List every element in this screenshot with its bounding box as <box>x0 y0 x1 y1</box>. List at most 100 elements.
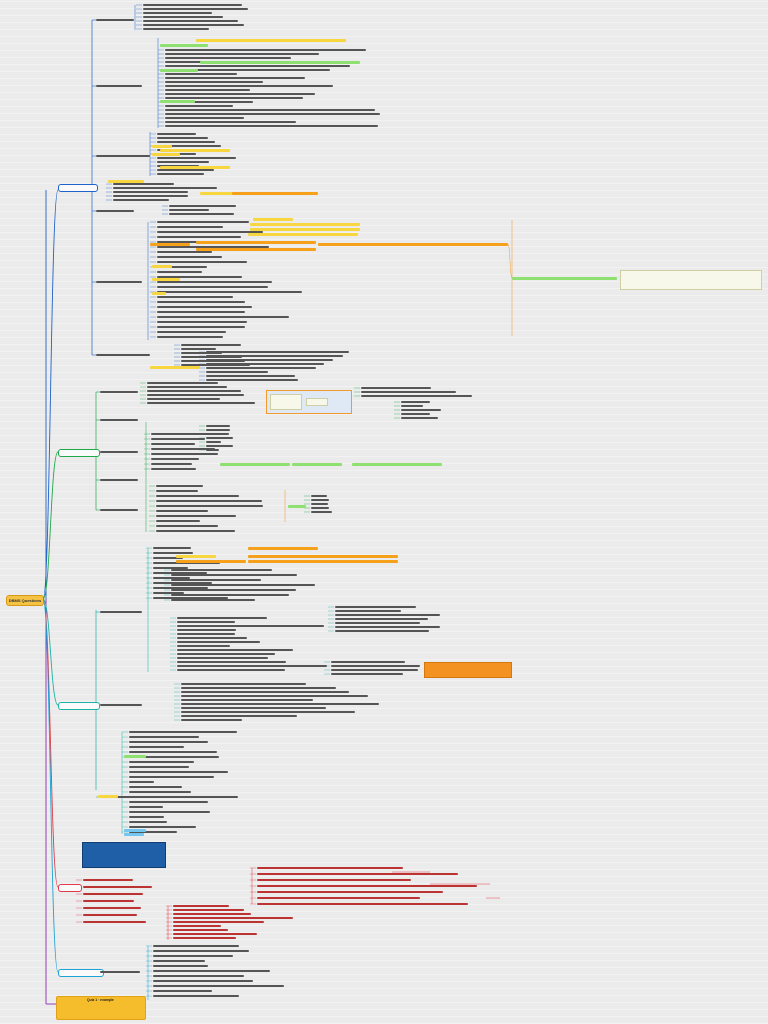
branch-1-leaf-text[interactable] <box>181 348 217 350</box>
branch-3-leaf-text[interactable] <box>177 621 236 623</box>
branch-1-yellow-node[interactable] <box>250 228 360 232</box>
branch-3-leaf-text[interactable] <box>331 669 418 671</box>
branch-1-leaf-text[interactable] <box>165 53 320 55</box>
branch-1-orange-node[interactable] <box>196 248 316 252</box>
branch-1-yellow-node[interactable] <box>108 180 144 184</box>
branch-1-leaf-text[interactable] <box>165 125 378 127</box>
branch-3-leaf-text[interactable] <box>129 781 154 783</box>
branch-2-leaf-text[interactable] <box>206 425 231 427</box>
branch-2-subnode[interactable] <box>100 391 138 393</box>
branch-4-leaf-text[interactable] <box>257 885 477 887</box>
branch-4-leaf-text[interactable] <box>257 867 403 869</box>
branch-5-subnode[interactable] <box>100 971 140 973</box>
branch-2-subnode[interactable] <box>100 509 138 511</box>
branch-3-leaf-text[interactable] <box>153 557 184 559</box>
branch-1-leaf-text[interactable] <box>206 375 296 377</box>
branch-3-leaf-text[interactable] <box>129 796 239 798</box>
branch-2-leaf-text[interactable] <box>147 382 218 384</box>
branch-2-leaf-text[interactable] <box>156 530 236 532</box>
branch-2-leaf-text[interactable] <box>311 507 329 509</box>
branch-1-yellow-node[interactable] <box>152 153 180 157</box>
branch-2-leaf-text[interactable] <box>151 463 192 465</box>
branch-3-orange-node[interactable] <box>248 555 398 559</box>
branch-1-leaf-text[interactable] <box>181 356 242 358</box>
branch-3-leaf-text[interactable] <box>129 746 185 748</box>
branch-1-leaf-text[interactable] <box>143 12 213 14</box>
branch-2-leaf-text[interactable] <box>151 438 206 440</box>
branch-1-leaf-text[interactable] <box>157 336 224 338</box>
branch-1-leaf-text[interactable] <box>165 69 331 71</box>
branch-1-leaf-text[interactable] <box>165 73 238 75</box>
branch-1-leaf-text[interactable] <box>157 271 203 273</box>
branch-2-leaf-text[interactable] <box>311 503 329 505</box>
branch-5-leaf-text[interactable] <box>153 995 240 997</box>
branch-1-leaf-text[interactable] <box>157 286 269 288</box>
branch-1-leaf-text[interactable] <box>157 246 269 248</box>
branch-3-leaf-text[interactable] <box>177 625 324 627</box>
branch-3-yellow-node[interactable] <box>98 795 118 799</box>
branch-3-leaf-text[interactable] <box>171 599 256 601</box>
branch-1-green-node[interactable] <box>160 69 198 73</box>
branch-2-leaf-text[interactable] <box>156 510 208 512</box>
branch-2-leaf-text[interactable] <box>147 386 227 388</box>
branch-3-orange-node[interactable] <box>248 560 398 564</box>
branch-1-subnode[interactable] <box>96 85 142 87</box>
branch-2-leaf-text[interactable] <box>151 468 196 470</box>
branch-2-image-inner[interactable] <box>306 398 328 406</box>
branch-3-leaf-text[interactable] <box>129 811 210 813</box>
branch-1-leaf-text[interactable] <box>157 169 215 171</box>
branch-1-leaf-text[interactable] <box>165 81 263 83</box>
branch-3-leaf-text[interactable] <box>177 637 248 639</box>
branch-5-leaf-text[interactable] <box>153 965 209 967</box>
branch-1-leaf-text[interactable] <box>157 231 264 233</box>
branch-1-leaf-text[interactable] <box>165 97 303 99</box>
branch-2-subnode[interactable] <box>100 451 138 453</box>
branch-1-leaf-text[interactable] <box>181 364 250 366</box>
branch-4-leaf-text[interactable] <box>83 893 144 895</box>
branch-1-leaf-text[interactable] <box>165 77 305 79</box>
branch-1-subnode[interactable] <box>96 155 150 157</box>
branch-3-leaf-text[interactable] <box>181 683 306 685</box>
branch-1-leaf-text[interactable] <box>157 137 208 139</box>
branch-3-leaf-text[interactable] <box>177 669 286 671</box>
branch-1-leaf-text[interactable] <box>157 266 207 268</box>
branch-1-leaf-text[interactable] <box>157 145 221 147</box>
branch-1-leaf-text[interactable] <box>157 326 246 328</box>
branch-5-leaf-text[interactable] <box>153 950 249 952</box>
branch-3-green-node[interactable] <box>124 755 146 759</box>
branch-5-leaf-text[interactable] <box>153 955 233 957</box>
branch-1-leaf-text[interactable] <box>143 20 239 22</box>
branch-4-leaf-text[interactable] <box>173 917 294 919</box>
branch-1-label[interactable] <box>58 184 98 192</box>
branch-2-green-node[interactable] <box>292 463 342 467</box>
branch-3-leaf-text[interactable] <box>153 597 229 599</box>
branch-3-leaf-text[interactable] <box>129 761 195 763</box>
branch-2-leaf-text[interactable] <box>151 458 199 460</box>
branch-3-leaf-text[interactable] <box>129 766 189 768</box>
branch-1-leaf-text[interactable] <box>169 209 209 211</box>
branch-5-leaf-text[interactable] <box>153 980 253 982</box>
branch-3-leaf-text[interactable] <box>153 567 189 569</box>
branch-2-leaf-text[interactable] <box>156 525 219 527</box>
branch-2-leaf-text[interactable] <box>156 505 264 507</box>
branch-1-leaf-text[interactable] <box>113 195 188 197</box>
branch-2-leaf-text[interactable] <box>401 405 423 407</box>
branch-5-leaf-text[interactable] <box>153 945 240 947</box>
branch-3-orange-node[interactable] <box>248 547 318 551</box>
branch-2-leaf-text[interactable] <box>206 429 230 431</box>
branch-2-green-node[interactable] <box>220 463 290 467</box>
branch-1-leaf-text[interactable] <box>113 183 174 185</box>
branch-3-leaf-text[interactable] <box>331 665 420 667</box>
branch-3-leaf-text[interactable] <box>335 614 440 616</box>
branch-3-leaf-text[interactable] <box>171 579 262 581</box>
branch-2-leaf-text[interactable] <box>156 500 263 502</box>
branch-2-leaf-text[interactable] <box>147 402 255 404</box>
branch-2-leaf-text[interactable] <box>156 490 198 492</box>
branch-3-blue-node[interactable] <box>124 833 144 837</box>
branch-3-leaf-text[interactable] <box>181 687 337 689</box>
branch-1-leaf-text[interactable] <box>165 105 233 107</box>
branch-3-leaf-text[interactable] <box>129 786 183 788</box>
branch-1-leaf-text[interactable] <box>206 363 324 365</box>
branch-2-leaf-text[interactable] <box>156 515 236 517</box>
branch-4-leaf-text[interactable] <box>173 937 236 939</box>
